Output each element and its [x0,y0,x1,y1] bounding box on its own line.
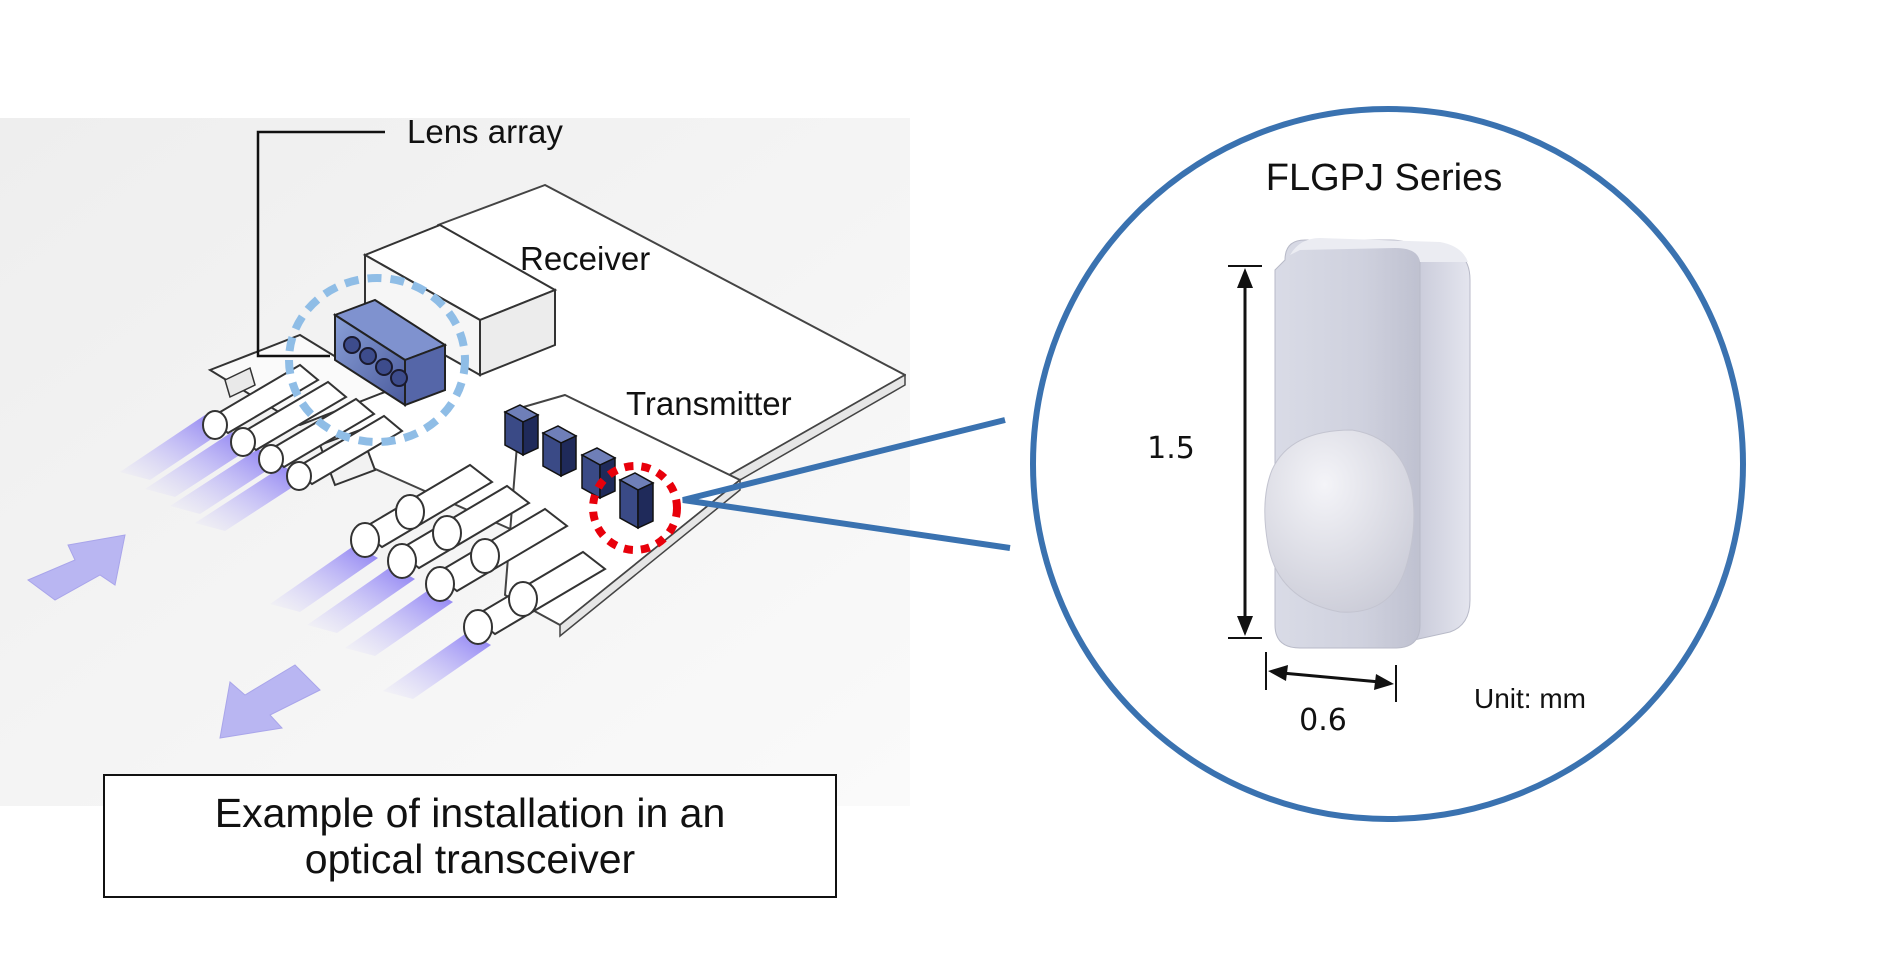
lens-array-block [332,298,448,407]
receiver-chip [362,223,558,377]
caption-text: Example of installation in an optical tr… [214,790,726,882]
installation-illustration: Lens array Receiver Transmitter [0,113,910,806]
width-dimension [1265,652,1397,702]
transmitter-label: Transmitter [626,385,792,422]
flgpj-lens-part [1264,238,1471,649]
light-beams [120,415,491,699]
outgoing-arrow-icon [219,664,321,739]
lens-array-label: Lens array [407,113,563,150]
transmitter-fibers [350,463,607,645]
lens-array-highlight [285,274,469,446]
lens-array-leader-line [256,130,385,358]
receiver-label: Receiver [520,240,650,277]
height-dimension [1228,265,1262,639]
callout-pointer [682,417,1011,551]
width-value: 0.6 [1299,703,1347,738]
caption-box: Example of installation in an optical tr… [103,774,837,898]
incoming-arrow-icon [27,534,126,601]
transmitter-chips [503,404,655,530]
height-value: 1.5 [1147,431,1195,466]
detail-callout: FLGPJ Series 1.5 0 [1030,106,1746,822]
transmitter-lens-highlight [589,462,681,554]
receiver-fibers [202,363,404,491]
detail-title: FLGPJ Series [1266,157,1503,199]
unit-label: Unit: mm [1474,683,1586,714]
